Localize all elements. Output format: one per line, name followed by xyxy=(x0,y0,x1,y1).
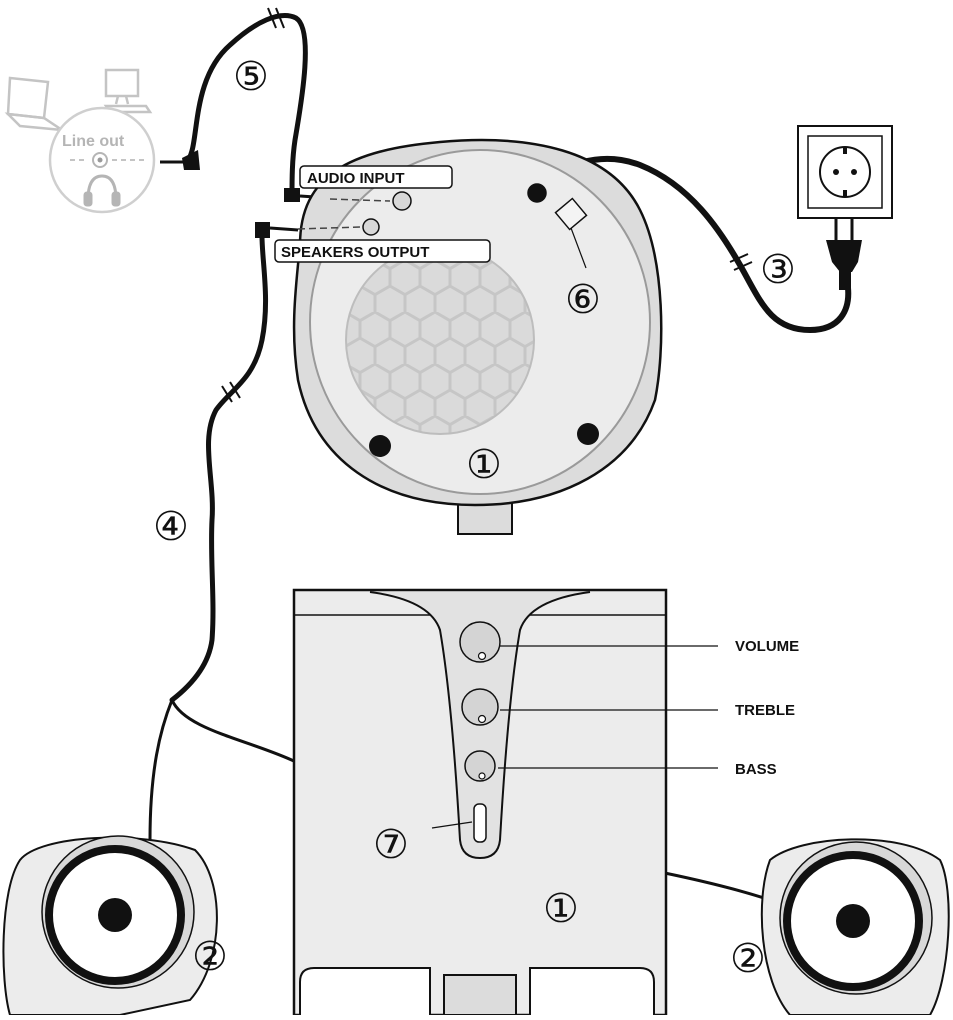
audio-input-label: AUDIO INPUT xyxy=(307,170,405,187)
line-out-jack-icon xyxy=(70,152,146,168)
satellite-speaker-left xyxy=(2,835,218,1016)
laptop-icon xyxy=(4,76,63,132)
speaker-grill xyxy=(346,246,534,434)
wall-socket xyxy=(797,125,893,219)
plug-icon xyxy=(284,188,300,202)
speakers-output-label: SPEAKERS OUTPUT xyxy=(281,244,429,261)
treble-label: TREBLE xyxy=(735,702,795,719)
speakers-output-jack xyxy=(362,218,380,236)
bass-label: BASS xyxy=(735,761,777,778)
callout-6: ⑥ xyxy=(565,278,601,322)
speakers-output-tag: SPEAKERS OUTPUT xyxy=(274,239,491,263)
rubber-foot-left xyxy=(369,435,391,457)
headphones-icon xyxy=(83,174,121,207)
line-out-label: Line out xyxy=(62,133,125,150)
source-devices: Line out xyxy=(4,68,156,214)
subwoofer-back-panel xyxy=(292,138,663,535)
cable-break-mark xyxy=(267,7,285,29)
callout-5: ⑤ xyxy=(233,55,269,99)
cable-break-mark xyxy=(221,381,241,403)
plug-icon xyxy=(255,222,270,238)
treble-knob xyxy=(461,688,499,726)
callout-2-right: ② xyxy=(730,937,766,981)
cable-break-mark xyxy=(729,253,753,271)
callout-2-left: ② xyxy=(192,935,228,979)
cable-3-power xyxy=(537,155,852,334)
audio-input-tag: AUDIO INPUT xyxy=(299,165,453,189)
callout-7: ⑦ xyxy=(373,823,409,867)
headphone-jack-slot xyxy=(473,803,487,843)
callout-4: ④ xyxy=(153,505,189,549)
power-input-jack xyxy=(527,183,547,203)
rubber-foot-right xyxy=(577,423,599,445)
audio-input-jack xyxy=(392,191,412,211)
callout-1-top: ① xyxy=(466,443,502,487)
volume-label: VOLUME xyxy=(735,638,799,655)
plug-icon xyxy=(182,150,200,170)
bass-knob xyxy=(464,750,496,782)
callout-1-bottom: ① xyxy=(543,887,579,931)
callout-3: ③ xyxy=(760,248,796,292)
subwoofer-front xyxy=(292,588,718,1017)
volume-knob xyxy=(459,621,501,663)
monitor-icon xyxy=(103,68,153,114)
satellite-speaker-right xyxy=(760,838,950,1016)
power-switch xyxy=(554,197,588,231)
power-plug-icon xyxy=(826,218,862,290)
